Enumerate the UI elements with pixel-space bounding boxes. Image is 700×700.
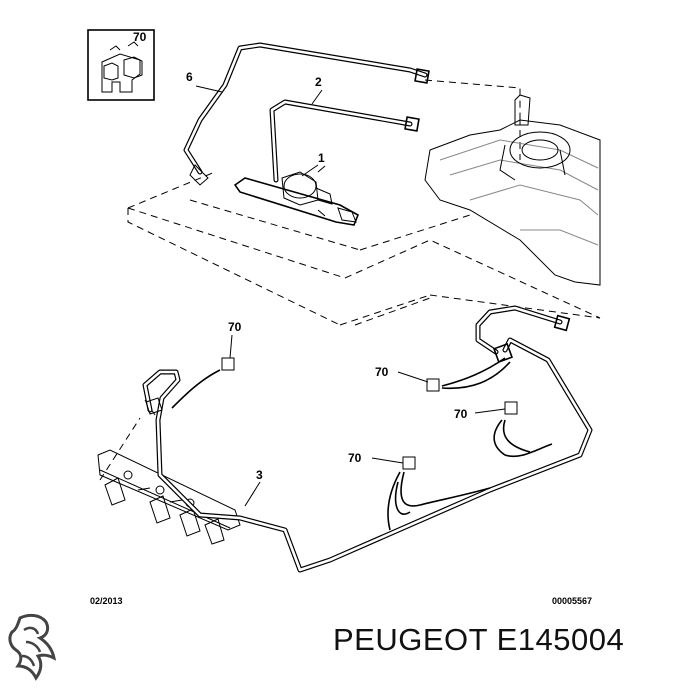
callout-clip-b: 70 — [375, 365, 389, 379]
drawing-number: 00005567 — [552, 596, 592, 606]
pipe-3: 3 — [142, 305, 593, 573]
pipe-2: 2 — [269, 75, 420, 183]
callout-filter-1: 1 — [318, 151, 325, 165]
clip-c: 70 — [454, 401, 553, 458]
callout-pipe-2: 2 — [315, 75, 322, 89]
clip-d: 70 — [348, 451, 491, 531]
pipe-6: 6 — [183, 42, 430, 186]
clip-a: 70 — [171, 320, 242, 409]
callout-clip-d: 70 — [348, 451, 362, 465]
fuel-tank — [424, 94, 601, 286]
peugeot-lion-logo — [8, 613, 57, 681]
fuel-filter-1: 1 — [233, 151, 360, 226]
lower-dashed-frame — [99, 297, 431, 481]
callout-pipe-6: 6 — [186, 70, 193, 84]
callout-clip-c: 70 — [454, 407, 468, 421]
clip-b: 70 — [375, 357, 511, 392]
callout-clip-a: 70 — [228, 320, 242, 334]
clip-inset-detail: 70 — [87, 29, 155, 101]
date-code: 02/2013 — [90, 596, 123, 606]
part-number-label: PEUGEOT E145004 — [333, 622, 625, 657]
fuel-rail — [97, 449, 241, 545]
inset-clip-number: 70 — [133, 30, 147, 44]
callout-pipe-3: 3 — [256, 468, 263, 482]
